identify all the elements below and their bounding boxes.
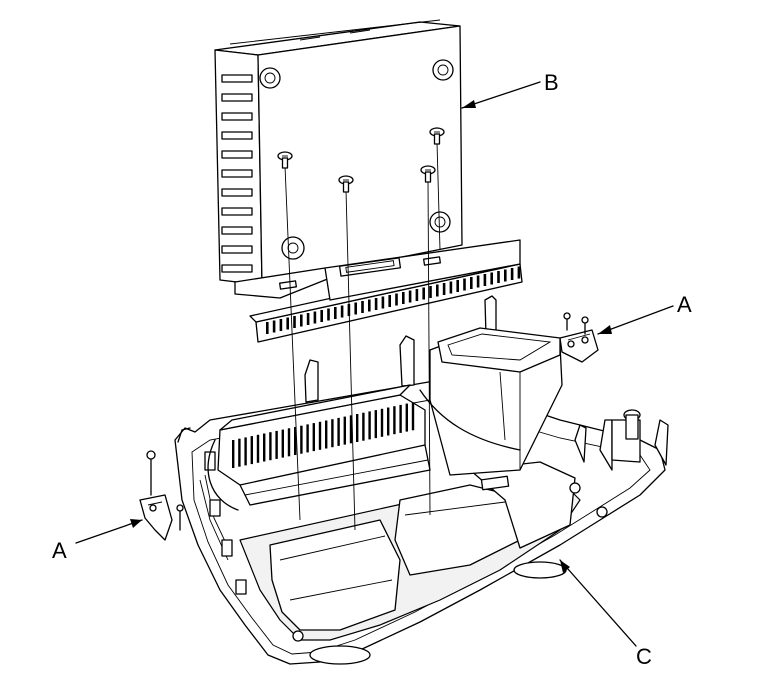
rail-slot	[293, 316, 296, 328]
screw	[338, 175, 356, 531]
rail-slot	[368, 299, 371, 312]
cage-slot	[263, 433, 266, 462]
lower-mounting-cage	[207, 384, 521, 511]
cage-slot	[318, 421, 322, 450]
rail-slot	[470, 277, 473, 289]
side-vent	[221, 93, 253, 102]
cage-slot	[356, 414, 359, 442]
cage-slot	[281, 429, 284, 458]
rail-slot	[300, 314, 303, 327]
cage-slot	[393, 406, 396, 435]
cage-slot	[399, 404, 402, 433]
cage-slot	[269, 432, 272, 461]
rail-slot	[408, 290, 412, 303]
cage-slot	[368, 411, 371, 440]
cage-slot	[294, 427, 297, 455]
screw	[277, 151, 301, 521]
cage-slot	[325, 420, 328, 449]
rail-slot	[510, 268, 514, 280]
rail-slot	[340, 305, 344, 318]
rail-slot	[381, 296, 385, 309]
rail-slot	[306, 313, 310, 325]
rail-slot	[449, 281, 453, 294]
cage-slot	[244, 437, 247, 466]
rail-slot	[286, 317, 289, 330]
label-c: C	[636, 644, 652, 669]
cage-slot	[331, 419, 334, 448]
cage-slot	[312, 423, 315, 452]
cage-slot	[287, 428, 291, 457]
side-vent	[221, 169, 253, 178]
rail-slot	[313, 311, 317, 324]
side-vent	[221, 112, 253, 121]
rail-slot	[402, 292, 405, 304]
cage-slot	[387, 407, 390, 436]
rail-slot	[279, 319, 283, 331]
rail-slot	[422, 287, 425, 300]
rail-slot	[483, 274, 487, 286]
cage-slot	[275, 430, 278, 459]
label-b: B	[544, 70, 559, 95]
side-vent	[221, 226, 253, 235]
rail-slot	[395, 293, 398, 306]
side-vent	[221, 264, 253, 273]
side-vent	[221, 131, 253, 140]
mounting-screws	[277, 127, 445, 531]
cage-slot	[300, 425, 303, 454]
rail-slot	[266, 322, 269, 334]
cage-slot	[349, 415, 353, 444]
screw	[429, 127, 445, 251]
label-a-upper: A	[677, 292, 692, 317]
cage-slot	[405, 403, 408, 432]
rail-slot	[504, 269, 507, 282]
screw	[420, 165, 436, 516]
rail-slot	[517, 266, 521, 279]
cage-slot	[362, 412, 365, 441]
cage-slot	[238, 438, 241, 467]
rail-slot	[436, 284, 439, 297]
cage-slot	[411, 402, 415, 431]
clip-a-upper	[559, 312, 599, 363]
rail-slot	[476, 275, 480, 288]
rail-slot	[456, 280, 459, 292]
cage-slot	[343, 416, 346, 445]
rail-slot	[320, 310, 323, 322]
side-vent	[221, 74, 253, 83]
side-vent	[221, 150, 253, 159]
rail-slot	[334, 307, 337, 319]
rail-slot	[272, 320, 276, 333]
rail-slot	[415, 289, 419, 301]
side-vent	[221, 245, 253, 254]
cage-slot	[306, 424, 309, 453]
cage-slot	[232, 440, 235, 468]
cage-slot	[374, 410, 377, 439]
rail-slot	[442, 283, 446, 295]
audio-unit-b	[214, 19, 521, 301]
rail-slot	[497, 271, 500, 283]
label-a-lower: A	[52, 538, 67, 563]
rail-slot	[374, 298, 378, 310]
rail-slot	[388, 295, 391, 307]
rail-slot	[327, 308, 330, 321]
rail-slot	[354, 302, 357, 315]
cage-slot	[250, 436, 253, 465]
rail-slot	[463, 278, 466, 291]
rail-slot	[361, 301, 364, 313]
clip-a-lower	[139, 450, 184, 541]
cup-holder	[429, 327, 563, 476]
side-vent	[221, 207, 253, 216]
cage-slot	[380, 408, 384, 437]
rail-slot	[429, 286, 432, 298]
cage-slot	[337, 417, 340, 446]
callout-arrows	[75, 81, 674, 647]
rail-slot	[490, 272, 493, 285]
side-vent	[221, 188, 253, 197]
cage-slot	[256, 434, 260, 463]
